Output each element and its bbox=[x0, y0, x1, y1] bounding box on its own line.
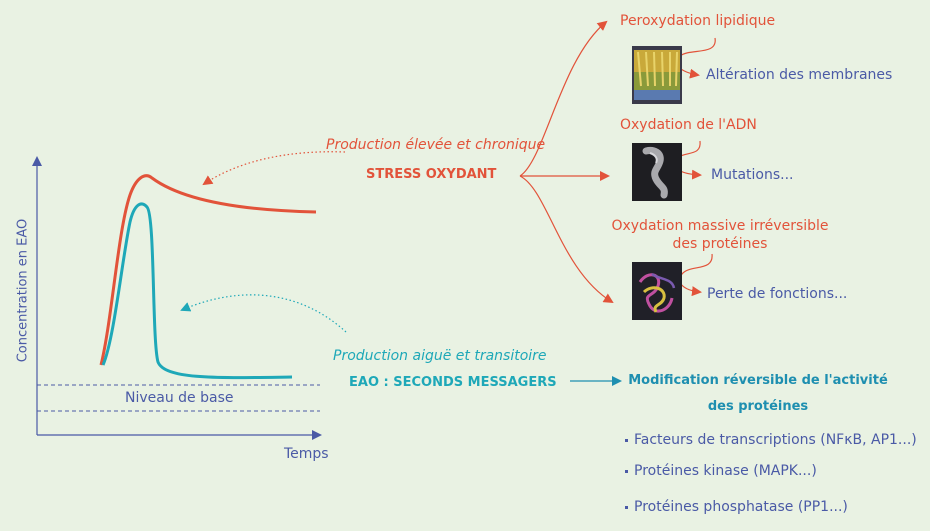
modification-title-line1: Modification réversible de l'activité bbox=[628, 373, 888, 388]
membrane-image bbox=[632, 46, 682, 104]
x-axis-label: Temps bbox=[284, 446, 329, 462]
dna-effect: Mutations... bbox=[711, 167, 794, 183]
protein-cause-line1: Oxydation massive irréversible bbox=[611, 218, 829, 234]
messenger-pointer-arrow bbox=[180, 294, 347, 333]
modification-item-text: Protéines kinase (MAPK...) bbox=[634, 463, 817, 479]
branch-arrow-protein bbox=[519, 175, 614, 304]
messengers-title: EAO : SECONDS MESSAGERS bbox=[349, 375, 557, 390]
messenger-curve bbox=[101, 202, 293, 380]
bullet-icon bbox=[625, 505, 628, 509]
lipid-effect: Altération des membranes bbox=[706, 67, 893, 83]
modification-item: Protéines phosphatase (PP1...) bbox=[625, 500, 848, 514]
modification-item-text: Facteurs de transcriptions (NFκB, AP1...… bbox=[634, 432, 917, 448]
modification-item: Protéines kinase (MAPK...) bbox=[625, 464, 817, 478]
stress-title: STRESS OXYDANT bbox=[366, 167, 497, 182]
branch-arrow-lipid bbox=[519, 20, 608, 177]
stress-subtitle: Production élevée et chronique bbox=[326, 137, 546, 153]
messengers-subtitle: Production aiguë et transitoire bbox=[333, 348, 547, 364]
protein-image bbox=[632, 262, 682, 320]
bullet-icon bbox=[625, 438, 628, 442]
y-axis-label: Concentration en EAO bbox=[15, 218, 31, 363]
dna-cause: Oxydation de l'ADN bbox=[620, 117, 757, 133]
modification-item: Facteurs de transcriptions (NFκB, AP1...… bbox=[625, 433, 917, 447]
protein-effect: Perte de fonctions... bbox=[707, 286, 848, 302]
protein-cause-line2: des protéines bbox=[672, 236, 768, 252]
stress-pointer-arrow bbox=[202, 151, 346, 186]
modification-title-line2: des protéines bbox=[707, 399, 809, 414]
stress-curve bbox=[99, 174, 317, 366]
dna-image bbox=[632, 143, 682, 201]
bullet-icon bbox=[625, 469, 628, 473]
modification-item-text: Protéines phosphatase (PP1...) bbox=[634, 499, 848, 515]
baseline-label: Niveau de base bbox=[125, 390, 234, 406]
hook-arrow-protein bbox=[679, 253, 713, 297]
lipid-cause: Peroxydation lipidique bbox=[620, 13, 776, 29]
